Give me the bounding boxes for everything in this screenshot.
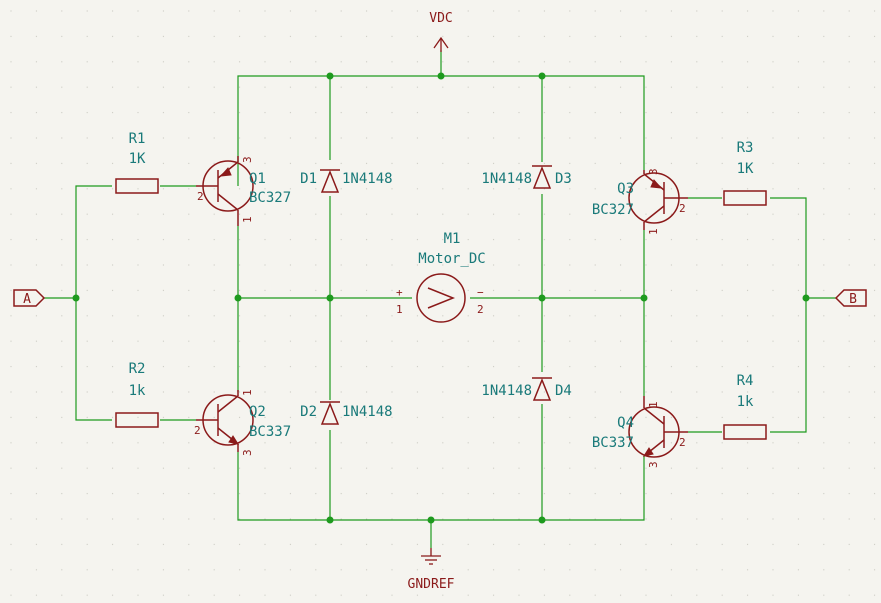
- d4-value: 1N4148: [481, 383, 532, 399]
- q4-value: BC337: [592, 435, 634, 451]
- r1-ref: R1: [129, 131, 146, 147]
- r3-ref: R3: [737, 140, 754, 156]
- diode-d2[interactable]: D2 1N4148: [300, 401, 393, 425]
- q4-pin-3: 3: [647, 461, 660, 468]
- d1-value: 1N4148: [342, 171, 393, 187]
- m1-pin-1: 1: [396, 303, 403, 316]
- r2-ref: R2: [129, 361, 146, 377]
- q1-pin-1: 1: [241, 216, 254, 223]
- transistor-q4[interactable]: 1 2 3 Q4 BC337: [592, 396, 688, 468]
- diode-d3[interactable]: 1N4148 D3: [481, 165, 572, 189]
- d2-value: 1N4148: [342, 404, 393, 420]
- port-a[interactable]: A: [13, 289, 46, 307]
- r4-value: 1k: [737, 394, 754, 410]
- diode-d4[interactable]: 1N4148 D4: [481, 377, 572, 401]
- m1-plus-sign: +: [396, 286, 403, 299]
- m1-minus-sign: −: [477, 286, 484, 299]
- q2-pin-3: 3: [241, 449, 254, 456]
- resistor-r4[interactable]: R4 1k: [723, 373, 767, 440]
- resistor-r3[interactable]: R3 1K: [723, 140, 767, 206]
- wires: [44, 50, 836, 548]
- q3-value: BC327: [592, 202, 634, 218]
- diode-d1[interactable]: D1 1N4148: [300, 169, 393, 193]
- q4-ref: Q4: [617, 415, 634, 431]
- vdc-power-symbol[interactable]: VDC: [429, 11, 453, 52]
- q1-pin-2: 2: [197, 190, 204, 203]
- d3-value: 1N4148: [481, 171, 532, 187]
- q3-pin-1: 1: [647, 228, 660, 235]
- gnd-power-symbol[interactable]: GNDREF: [408, 548, 455, 592]
- transistor-q1[interactable]: 3 2 1 Q1 BC327: [196, 156, 291, 226]
- d2-ref: D2: [300, 404, 317, 420]
- r3-value: 1K: [737, 161, 754, 177]
- q1-ref: Q1: [249, 171, 266, 187]
- r1-value: 1K: [129, 151, 146, 167]
- q3-ref: Q3: [617, 181, 634, 197]
- q2-pin-1: 1: [241, 389, 254, 396]
- transistor-q3[interactable]: 3 2 1 Q3 BC327: [592, 168, 688, 235]
- d4-ref: D4: [555, 383, 572, 399]
- gnd-label: GNDREF: [408, 577, 455, 592]
- motor-m1[interactable]: M1 Motor_DC + − 1 2: [396, 231, 486, 323]
- port-a-label: A: [23, 292, 31, 307]
- m1-pin-2: 2: [477, 303, 484, 316]
- transistor-q2[interactable]: 1 2 3 Q2 BC337: [194, 389, 291, 456]
- resistor-r1[interactable]: R1 1K: [115, 131, 159, 194]
- q3-pin-3: 3: [647, 168, 660, 175]
- d3-ref: D3: [555, 171, 572, 187]
- q2-ref: Q2: [249, 404, 266, 420]
- m1-value: Motor_DC: [418, 251, 485, 267]
- port-b-label: B: [849, 292, 857, 307]
- r2-value: 1k: [129, 383, 146, 399]
- q1-pin-3: 3: [241, 156, 254, 163]
- q1-value: BC327: [249, 190, 291, 206]
- vdc-label: VDC: [429, 11, 452, 26]
- q3-pin-2: 2: [679, 202, 686, 215]
- r4-ref: R4: [737, 373, 754, 389]
- d1-ref: D1: [300, 171, 317, 187]
- q4-pin-1: 1: [647, 401, 660, 408]
- m1-ref: M1: [444, 231, 461, 247]
- q4-pin-2: 2: [679, 436, 686, 449]
- q2-pin-2: 2: [194, 424, 201, 437]
- port-b[interactable]: B: [834, 289, 867, 307]
- junctions: [72, 72, 810, 524]
- q2-value: BC337: [249, 424, 291, 440]
- resistor-r2[interactable]: R2 1k: [115, 361, 159, 428]
